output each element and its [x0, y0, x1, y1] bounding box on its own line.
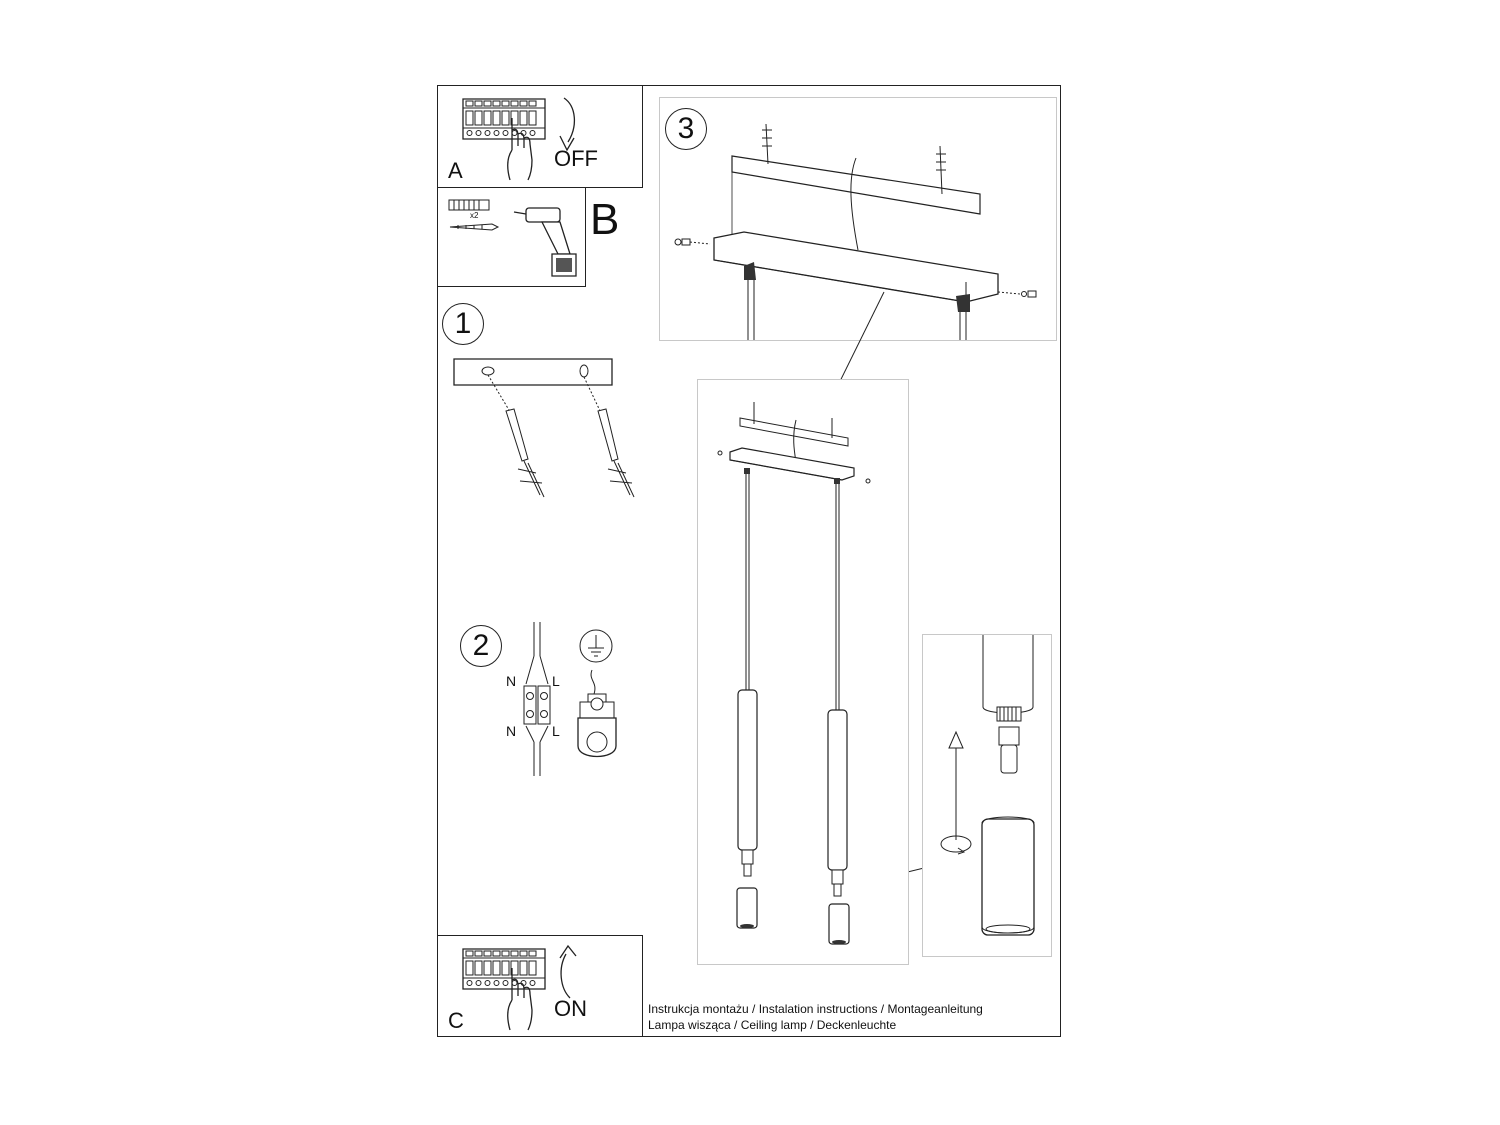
footer-line-1: Instrukcja montażu / Instalation instruc… [648, 1002, 983, 1016]
hand-icon [504, 966, 540, 1032]
breaker-panel-icon [462, 948, 546, 990]
mounting-plate-drilling-diagram [452, 357, 652, 507]
breaker-panel-icon [462, 98, 546, 140]
drill-icon [512, 202, 582, 282]
instruction-sheet-frame [437, 85, 1061, 1037]
step-b-letter: B [590, 195, 620, 244]
curved-arrow-icon [556, 96, 582, 152]
wall-plug-icon [448, 198, 492, 212]
live-label-bottom: L [552, 723, 560, 739]
ground-terminal-icon [574, 668, 620, 764]
overview-panel [697, 379, 909, 965]
step-3-badge: 3 [665, 108, 707, 150]
curved-arrow-icon [556, 944, 582, 1000]
footer-line-2: Lampa wisząca / Ceiling lamp / Deckenleu… [648, 1018, 897, 1032]
pendant-lamp-overview [698, 402, 908, 964]
live-label-top: L [552, 673, 560, 689]
ground-symbol-icon [578, 628, 614, 664]
lamp-shade [980, 813, 1036, 937]
switch-off-label: OFF [554, 146, 598, 171]
step-1-badge: 1 [442, 303, 484, 345]
neutral-label-top: N [506, 673, 517, 689]
hand-icon [504, 116, 540, 182]
rotate-icon [938, 832, 974, 856]
switch-on-label: ON [554, 996, 587, 1021]
step-3-panel [659, 97, 1057, 341]
shade-assembly-detail [923, 635, 1051, 956]
terminal-block-icon [520, 620, 556, 778]
step-a-letter: A [448, 158, 463, 183]
step-b-panel: x2 B [437, 187, 619, 287]
neutral-label-bottom: N [506, 723, 517, 739]
step-c-letter: C [448, 1008, 464, 1033]
step-c-panel: ON C [437, 935, 643, 1037]
quantity-label: x2 [470, 211, 479, 220]
screw-icon [448, 222, 500, 232]
up-arrow-icon [946, 730, 966, 842]
canopy-assembly-detail [660, 98, 1056, 340]
step-2-badge: 2 [460, 625, 502, 667]
